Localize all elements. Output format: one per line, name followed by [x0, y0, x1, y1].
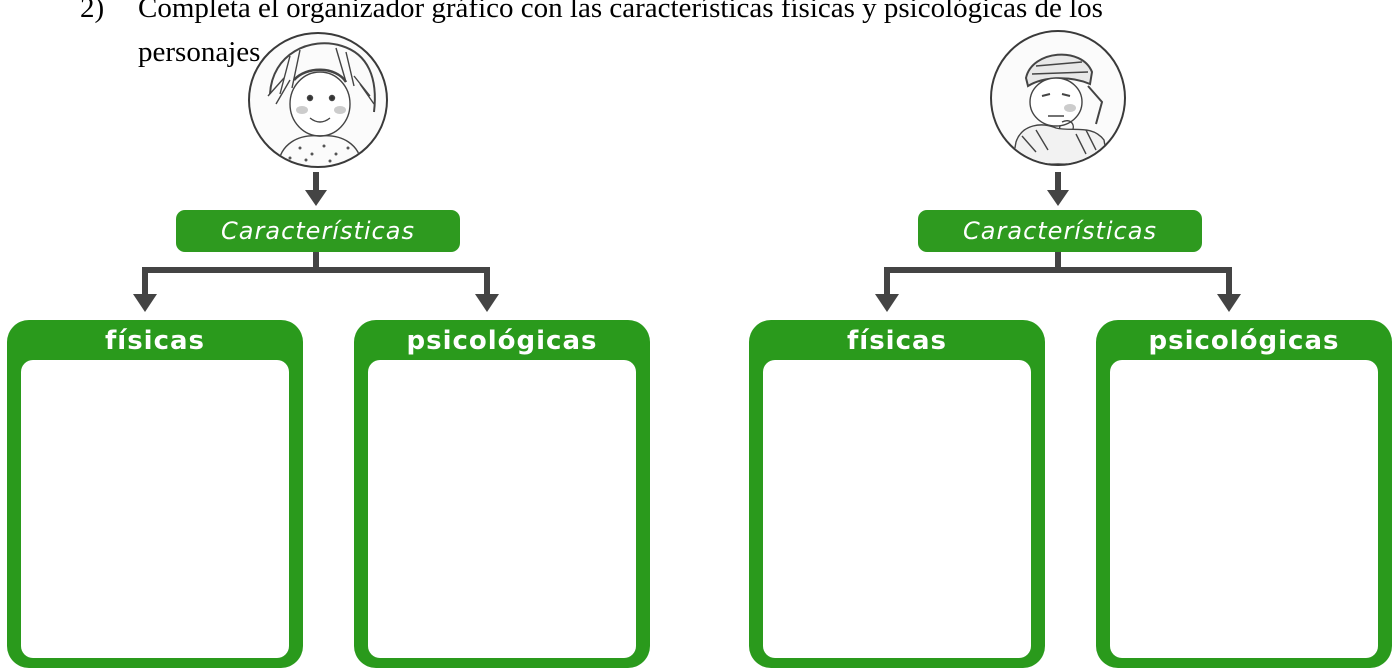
box-psicologicas-2-answer-area[interactable]	[1110, 360, 1378, 658]
instruction-text: 2) Completa el organizador gráfico con la…	[80, 0, 1320, 74]
box-psicologicas-1-title: psicológicas	[406, 326, 598, 356]
instruction-line-1: Completa el organizador gráfico con las …	[138, 0, 1103, 24]
box-fisicas-1-answer-area[interactable]	[21, 360, 289, 658]
boy-portrait	[990, 30, 1126, 166]
header-caracteristicas-2: Características	[918, 210, 1202, 252]
header-caracteristicas-1: Características	[176, 210, 460, 252]
instruction-line-2: personajes.	[138, 36, 268, 68]
box-fisicas-2-title: físicas	[846, 326, 948, 356]
girl-portrait	[248, 32, 388, 168]
box-psicologicas-2-title: psicológicas	[1148, 326, 1340, 356]
box-fisicas-2: físicas	[749, 320, 1045, 668]
box-fisicas-2-answer-area[interactable]	[763, 360, 1031, 658]
box-fisicas-1: físicas	[7, 320, 303, 668]
box-psicologicas-1-answer-area[interactable]	[368, 360, 636, 658]
instruction-number: 2)	[80, 0, 105, 24]
box-fisicas-1-title: físicas	[104, 326, 206, 356]
box-psicologicas-2: psicológicas	[1096, 320, 1392, 668]
box-psicologicas-1: psicológicas	[354, 320, 650, 668]
